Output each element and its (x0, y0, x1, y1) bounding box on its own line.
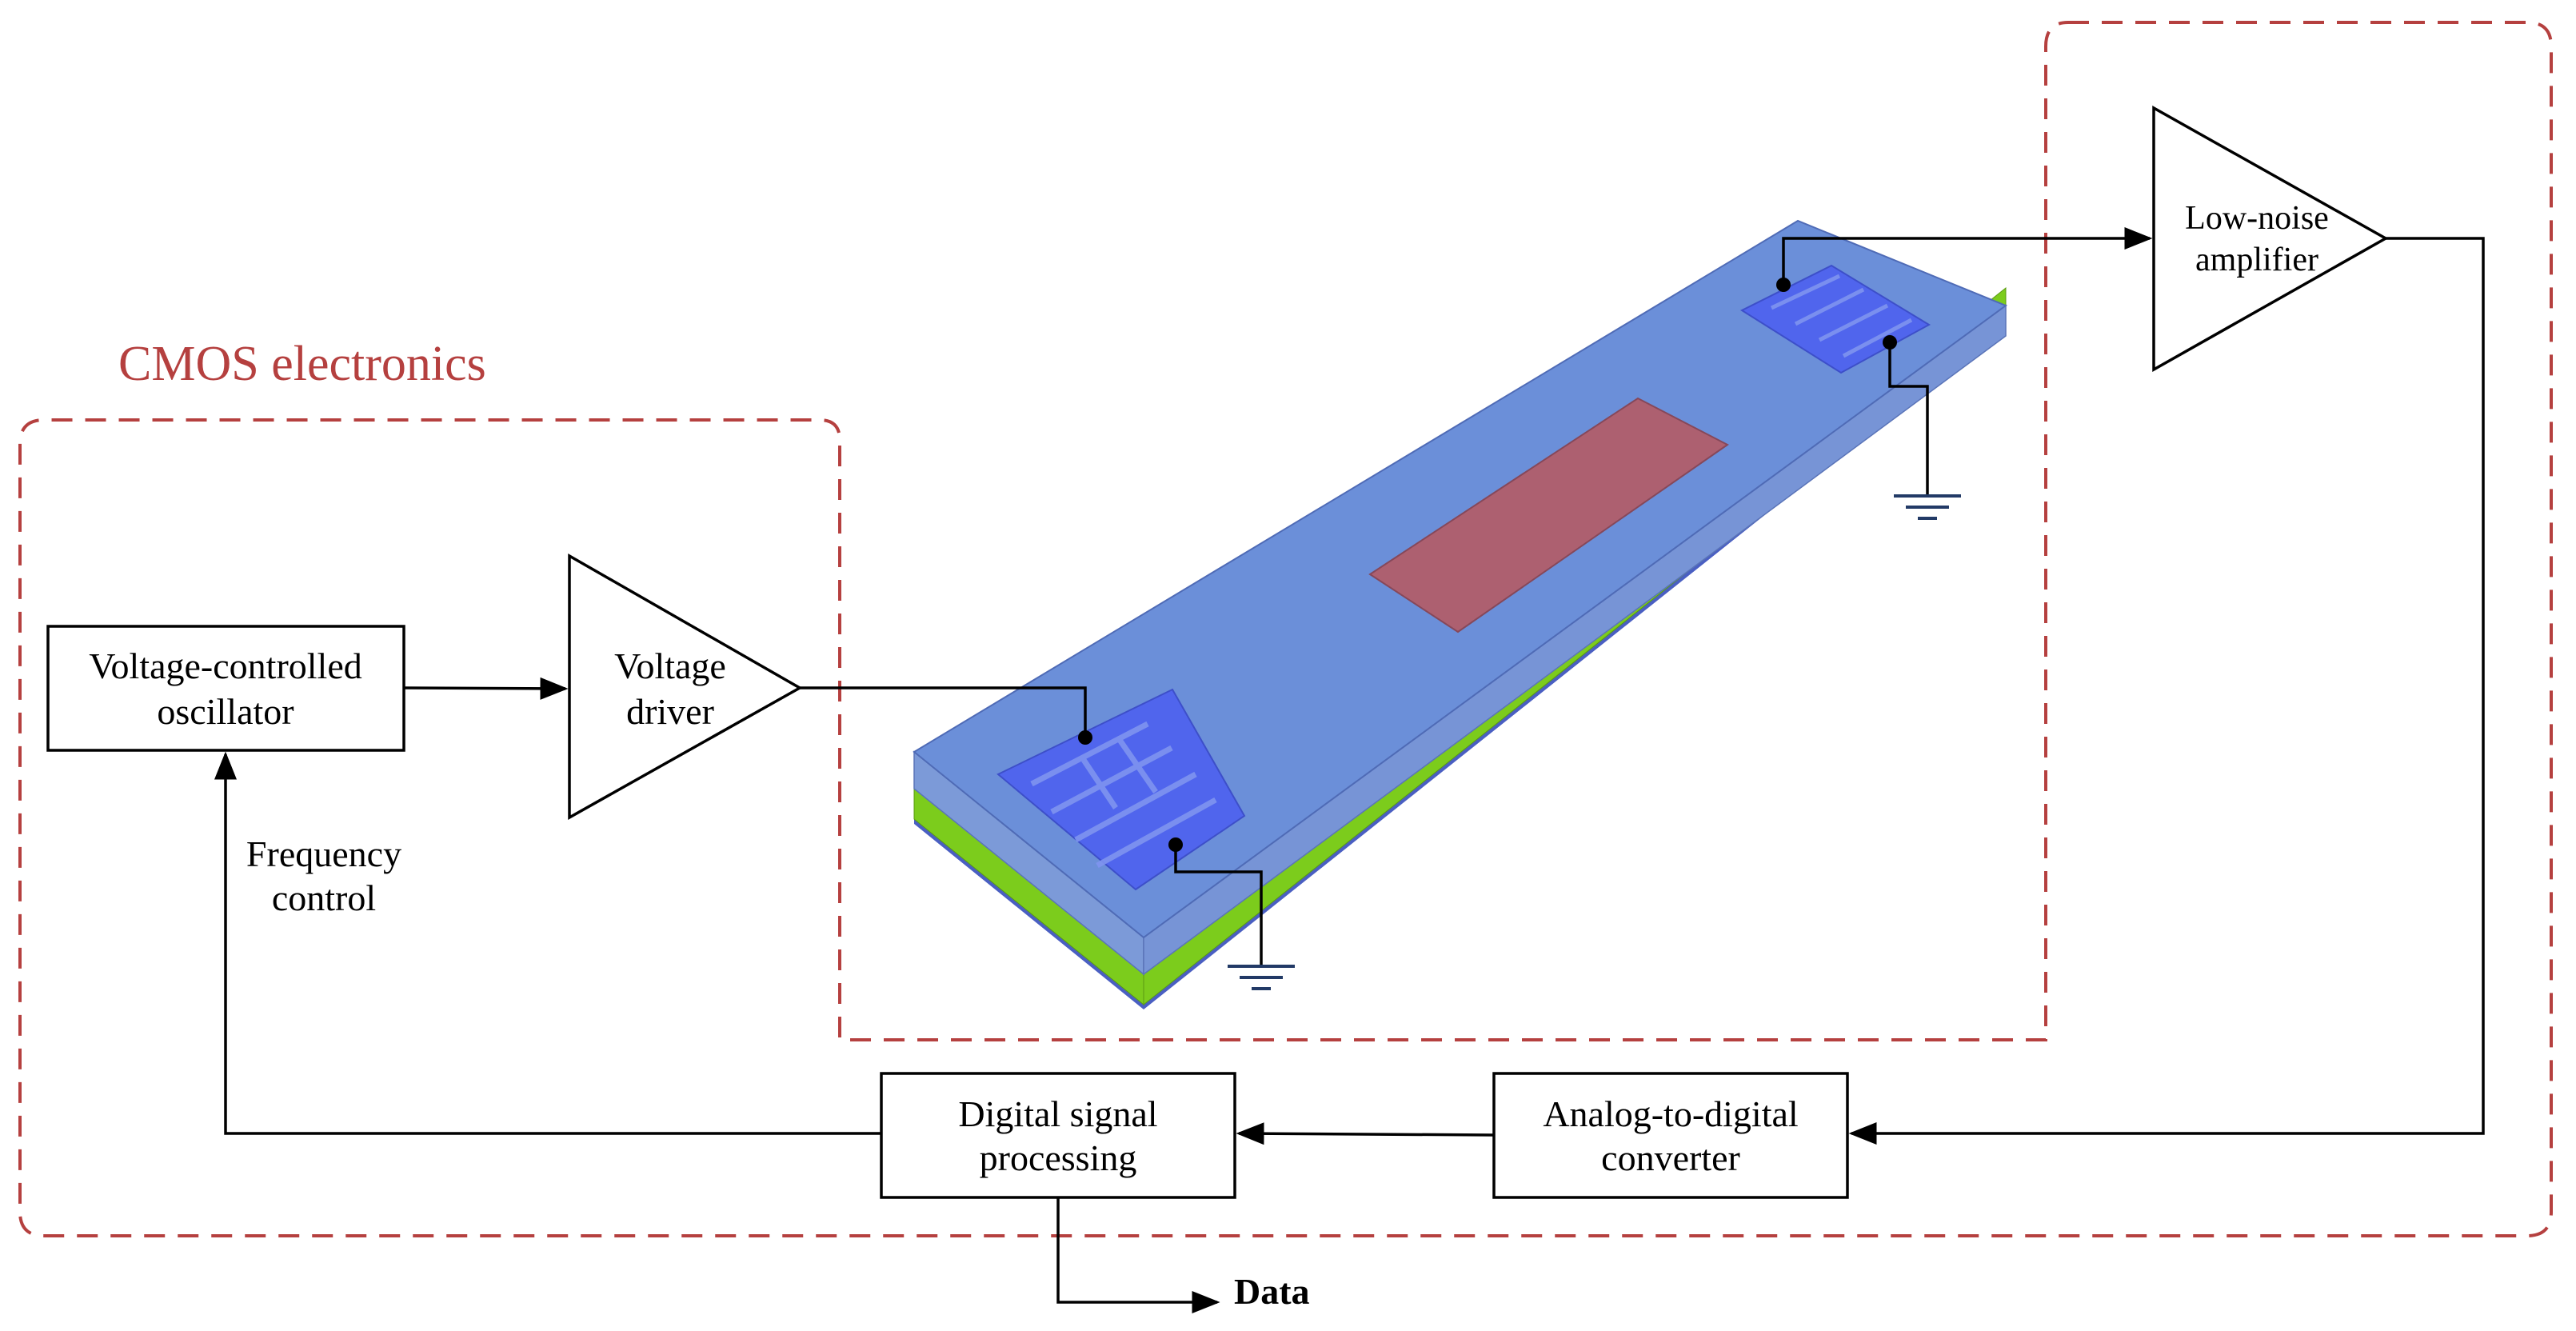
dsp-block (880, 1072, 1236, 1199)
cmos-boundary (18, 21, 2553, 1237)
adc-label-line1: Analog-to-digital (1543, 1093, 1798, 1134)
wire-dsp-to-data (1056, 1197, 1220, 1313)
wire-adc-to-dsp (1236, 1122, 1495, 1145)
input-idt-junction-bottom (1168, 837, 1183, 852)
chip-base-layer (914, 819, 1144, 1009)
frequency-control-label-line1: Frequency (246, 833, 401, 874)
adc-label-line2: converter (1601, 1137, 1740, 1178)
output-idt-junction-top (1776, 278, 1791, 292)
input-idt-electrode (996, 688, 1246, 891)
vco-label-line1: Voltage-controlled (89, 646, 362, 686)
wire-driver-to-input-idt (800, 686, 1087, 737)
wire-vco-to-driver (403, 677, 569, 700)
voltage-driver-label-line2: driver (626, 691, 714, 732)
output-idt-electrode (1739, 264, 1931, 374)
sensor-chip (913, 219, 2008, 1009)
voltage-driver-block (568, 553, 803, 820)
lna-label-line2: amplifier (2195, 242, 2318, 278)
ground-icon (1228, 965, 1295, 990)
output-idt-junction-bottom (1883, 335, 1897, 350)
sensing-area (1368, 397, 1729, 634)
vco-label-line2: oscillator (157, 691, 294, 732)
vco-block (46, 625, 405, 752)
cmos-electronics-title: CMOS electronics (118, 337, 486, 391)
wire-lna-to-adc (1848, 237, 2485, 1145)
lna-label-line1: Low-noise (2185, 200, 2329, 237)
wire-dsp-to-vco (214, 751, 881, 1135)
adc-block (1492, 1072, 1849, 1199)
dsp-label-line2: processing (980, 1137, 1137, 1178)
voltage-driver-label-line1: Voltage (614, 646, 726, 686)
low-noise-amplifier-block (2152, 106, 2389, 373)
ground-icon (1894, 494, 1961, 520)
data-output-label: Data (1234, 1271, 1310, 1312)
frequency-control-label-line2: control (272, 877, 376, 918)
wire-output-idt-ground (1888, 342, 1929, 496)
input-idt-junction-top (1078, 730, 1092, 745)
dsp-label-line1: Digital signal (958, 1093, 1157, 1134)
wire-input-idt-ground (1174, 845, 1263, 966)
wire-output-idt-to-lna (1782, 227, 2153, 285)
